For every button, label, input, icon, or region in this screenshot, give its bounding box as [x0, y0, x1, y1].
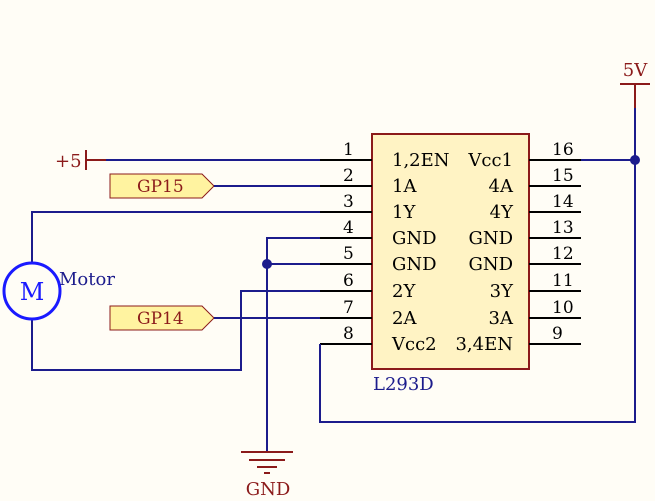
pin-label: 1Y [392, 202, 416, 223]
pin-label: 2A [392, 308, 417, 329]
pin-number: 16 [552, 140, 574, 160]
pin-number: 7 [343, 298, 354, 318]
pin-number: 1 [343, 140, 354, 160]
pin-number: 10 [552, 298, 574, 318]
five-v-label: 5V [623, 60, 648, 81]
pin-label: Vcc2 [391, 334, 437, 355]
chip-name: L293D [373, 374, 434, 395]
gp15-label: GP15 [137, 177, 184, 197]
pin-label: Vcc1 [467, 150, 513, 171]
pin-number: 5 [343, 244, 354, 264]
gnd-label: GND [246, 479, 291, 500]
gnd-wire-pin4 [266, 237, 320, 452]
pin-number: 8 [343, 324, 354, 344]
gp14-net-label [109, 305, 215, 331]
pin-number: 11 [552, 271, 574, 291]
vcc-junction-dot [630, 155, 640, 165]
pin-label: 1A [392, 176, 417, 197]
pin-number: 12 [552, 244, 574, 264]
pin-number: 4 [343, 218, 354, 238]
pin-label: 2Y [392, 281, 416, 302]
chip-body [371, 133, 530, 370]
motor-wire-1y [31, 211, 320, 263]
pin-number: 15 [552, 166, 574, 186]
gnd-junction-dot [262, 259, 272, 269]
gp14-label: GP14 [137, 309, 184, 329]
pin-label: GND [392, 254, 437, 275]
pin-label: GND [468, 228, 513, 249]
pin-number: 13 [552, 218, 574, 238]
pin-label: 4A [489, 176, 514, 197]
pin-label: GND [392, 228, 437, 249]
pin-label: 4Y [490, 202, 514, 223]
pin-number: 14 [552, 192, 574, 212]
pin-label: 3,4EN [455, 334, 513, 355]
pin-label: 1,2EN [392, 150, 450, 171]
pin-label: GND [468, 254, 513, 275]
pin-label: 3A [489, 308, 514, 329]
pin-number: 2 [343, 166, 354, 186]
motor-letter: M [20, 278, 45, 306]
pin-number: 9 [552, 324, 563, 344]
motor-label: Motor [59, 269, 115, 290]
plus5-label: +5 [55, 151, 82, 172]
pin-number: 6 [343, 271, 354, 291]
gp15-net-label [109, 173, 215, 199]
pin-label: 3Y [490, 281, 514, 302]
pin-number: 3 [343, 192, 354, 212]
five-v-wire [319, 108, 636, 423]
motor-symbol [2, 261, 62, 321]
ground-symbol [241, 451, 293, 474]
